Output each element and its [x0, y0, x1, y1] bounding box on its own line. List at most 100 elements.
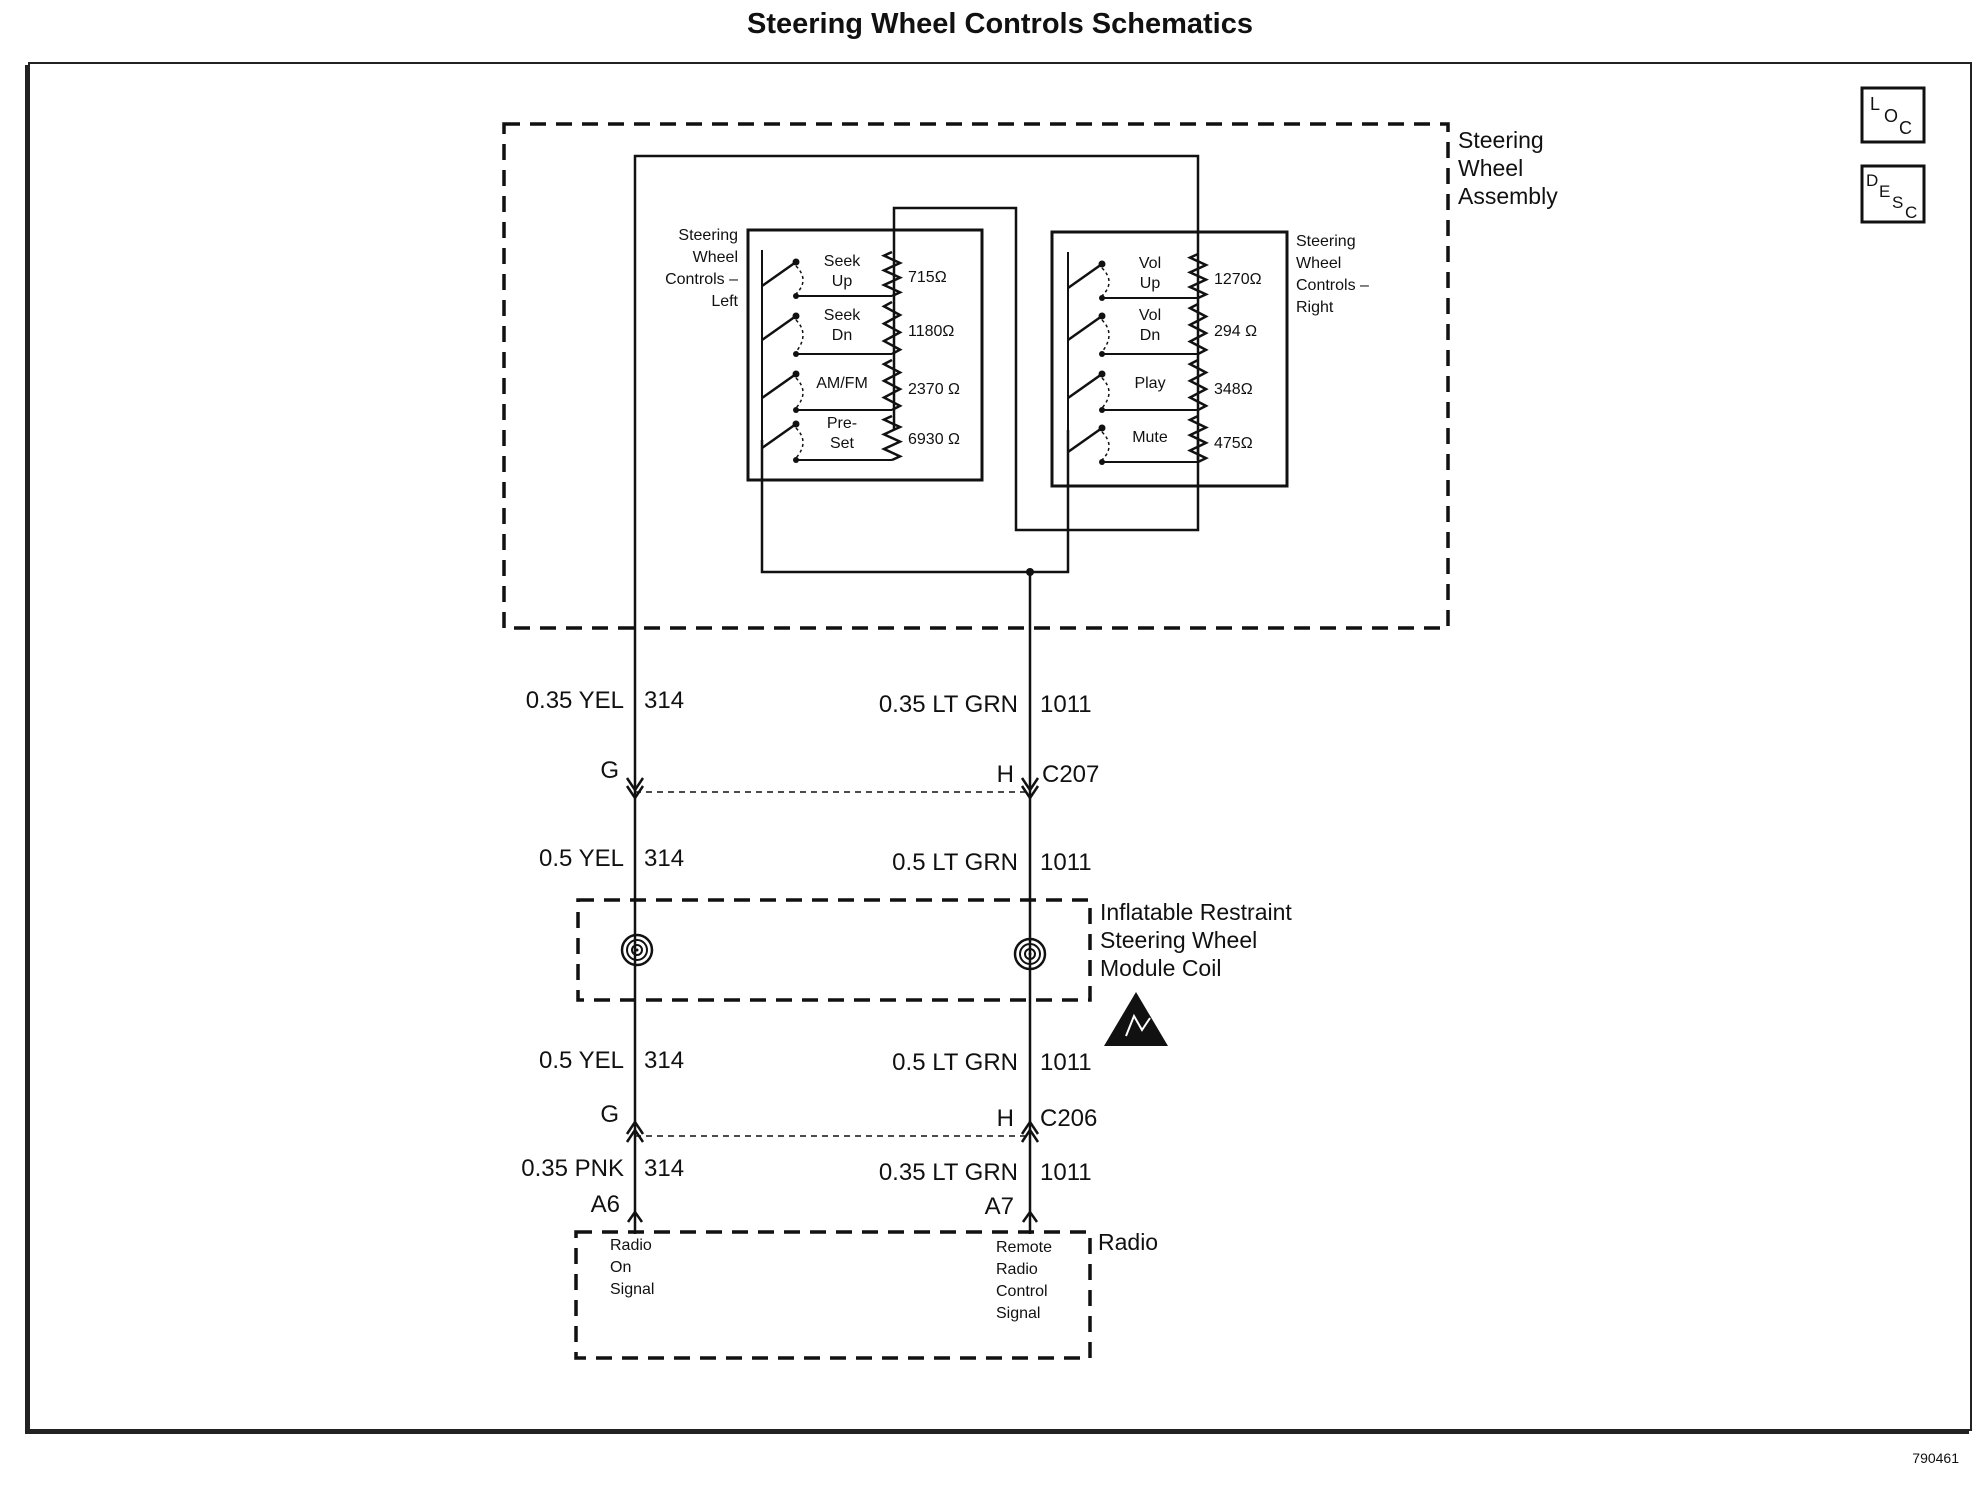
- wire-label-bottom-left: 0.35 PNK: [521, 1155, 624, 1182]
- radio-on-signal-line1: Radio: [610, 1237, 652, 1254]
- steering-wheel-assembly-label: Steering Wheel Assembly: [1458, 127, 1558, 209]
- right-switch-label-1-1: Vol: [1139, 255, 1161, 272]
- left-resistance-1: 715Ω: [908, 269, 947, 286]
- left-switch-blade-1: [761, 260, 797, 288]
- right-switch-label-1-2: Up: [1140, 275, 1161, 292]
- right-resistor-1: [1186, 252, 1210, 300]
- right-resistance-4: 475Ω: [1214, 435, 1253, 452]
- right-switch-contact-3: [1098, 370, 1106, 378]
- module-coil-box: [576, 898, 1092, 1002]
- radio-pin-a6: A6: [591, 1191, 620, 1218]
- right-resistance-2: 294 Ω: [1214, 323, 1257, 340]
- circuit-label-upper-right: 1011: [1040, 691, 1092, 718]
- page-title: Steering Wheel Controls Schematics: [746, 8, 1253, 40]
- location-icon[interactable]: L O C: [1860, 86, 1926, 144]
- steering-wheel-assembly-label-line3: Assembly: [1458, 183, 1558, 209]
- left-resistor-1: [880, 250, 904, 298]
- c207-connector-name: C207: [1042, 761, 1099, 788]
- right-switch-contact-1: [1098, 260, 1106, 268]
- desc-letter-s: S: [1892, 193, 1903, 212]
- radio-box: [574, 1230, 1092, 1360]
- radio-pin-a6-terminal: [626, 1209, 644, 1223]
- remote-radio-signal-line4: Signal: [996, 1305, 1040, 1322]
- right-switch-arc-3: [1101, 377, 1110, 409]
- left-resistance-2: 1180Ω: [908, 323, 954, 340]
- right-controls-label-line2: Wheel: [1296, 255, 1341, 272]
- c207-pin-left: G: [600, 757, 619, 784]
- circuit-label-low-left: 314: [644, 1047, 684, 1074]
- left-controls-label-line4: Left: [711, 293, 738, 310]
- left-switch-contact-1: [792, 258, 800, 266]
- loc-letter-c: C: [1899, 118, 1912, 138]
- circuit-label-mid-left: 314: [644, 845, 684, 872]
- module-coil-label-line1: Inflatable Restraint: [1100, 899, 1292, 925]
- steering-wheel-assembly-label-line1: Steering: [1458, 127, 1544, 153]
- right-switch-blade-4: [1067, 426, 1103, 454]
- left-resistor-4: [880, 414, 904, 462]
- right-resistor-4: [1187, 414, 1209, 464]
- left-switch-blade-4: [761, 422, 797, 450]
- remote-radio-control-signal-label: Remote Radio Control Signal: [996, 1239, 1052, 1322]
- radio-on-signal-label: Radio On Signal: [610, 1237, 654, 1298]
- right-switch-arc-2: [1101, 319, 1110, 353]
- left-controls-label-line2: Wheel: [693, 249, 738, 266]
- connector-c206[interactable]: [625, 1119, 1040, 1143]
- right-switch-3: Play 348Ω: [1067, 358, 1253, 413]
- left-switch-arc-3: [795, 377, 804, 409]
- description-icon[interactable]: D E S C: [1860, 164, 1926, 224]
- left-switch-label-2-2: Dn: [832, 327, 852, 344]
- coil-symbol-left: [620, 933, 654, 967]
- circuit-label-low-right: 1011: [1040, 1049, 1092, 1076]
- left-switch-label-4-2: Set: [830, 435, 855, 452]
- steering-wheel-assembly-box: [502, 122, 1450, 630]
- airbag-caution-icon[interactable]: [1104, 992, 1168, 1046]
- left-switch-contact-2: [792, 312, 800, 320]
- wire-label-low-left: 0.5 YEL: [539, 1047, 624, 1074]
- circuit-label-bottom-right: 1011: [1040, 1159, 1092, 1186]
- c206-pin-right: H: [997, 1105, 1014, 1132]
- left-resistance-4: 6930 Ω: [908, 431, 960, 448]
- left-switch-arc-1: [795, 265, 804, 295]
- left-controls-label: Steering Wheel Controls – Left: [665, 227, 738, 310]
- left-resistor-3: [881, 358, 903, 412]
- radio-pin-a7: A7: [985, 1193, 1014, 1220]
- right-switch-blade-2: [1067, 314, 1103, 342]
- right-controls-label-line3: Controls –: [1296, 277, 1369, 294]
- right-switch-blade-3: [1067, 372, 1103, 400]
- right-resistance-3: 348Ω: [1214, 381, 1253, 398]
- circuit-label-mid-right: 1011: [1040, 849, 1092, 876]
- diagram-frame: [28, 62, 1972, 1431]
- right-switch-arc-4: [1101, 431, 1110, 461]
- right-switch-label-2-2: Dn: [1140, 327, 1160, 344]
- left-controls-label-line3: Controls –: [665, 271, 738, 288]
- assembly-internal-wiring: [633, 154, 1200, 628]
- right-controls-label: Steering Wheel Controls – Right: [1296, 233, 1369, 316]
- splice-point: [1026, 568, 1034, 576]
- right-controls-box: [1050, 230, 1289, 488]
- right-switch-contact-2: [1098, 312, 1106, 320]
- remote-radio-signal-line1: Remote: [996, 1239, 1052, 1256]
- right-controls-label-line4: Right: [1296, 299, 1334, 316]
- left-switch-contact-4: [792, 420, 800, 428]
- right-switch-contact-4: [1098, 424, 1106, 432]
- left-switch-blade-2: [761, 314, 797, 342]
- connector-c207[interactable]: [625, 777, 1040, 801]
- left-resistor-2: [881, 300, 903, 356]
- c207-pin-right: H: [997, 761, 1014, 788]
- desc-letter-e: E: [1879, 182, 1890, 201]
- module-coil-label: Inflatable Restraint Steering Wheel Modu…: [1100, 899, 1292, 981]
- loc-letter-l: L: [1870, 94, 1880, 114]
- left-controls-box: [746, 228, 984, 482]
- document-number: 790461: [1912, 1450, 1959, 1466]
- loc-letter-o: O: [1884, 106, 1898, 126]
- right-controls-label-line1: Steering: [1296, 233, 1356, 250]
- circuit-label-upper-left: 314: [644, 687, 684, 714]
- right-switch-label-3-1: Play: [1134, 375, 1165, 392]
- left-switch-blade-3: [761, 372, 797, 400]
- left-resistance-3: 2370 Ω: [908, 381, 960, 398]
